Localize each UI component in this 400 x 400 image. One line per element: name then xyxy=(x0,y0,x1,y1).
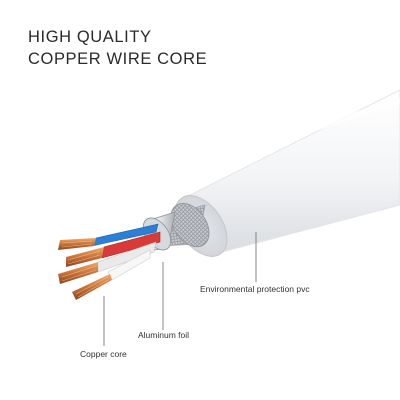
copper-strands xyxy=(58,238,112,300)
headline-line-2: COPPER WIRE CORE xyxy=(28,50,208,68)
headline: HIGH QUALITY COPPER WIRE CORE xyxy=(28,26,207,70)
headline-line-1: HIGH QUALITY xyxy=(28,28,152,46)
label-environmental-protection-pvc: Environmental protection pvc xyxy=(200,284,310,294)
label-aluminum-foil: Aluminum foil xyxy=(138,330,190,340)
label-copper-core: Copper core xyxy=(80,349,127,359)
insulated-wires xyxy=(91,223,161,281)
